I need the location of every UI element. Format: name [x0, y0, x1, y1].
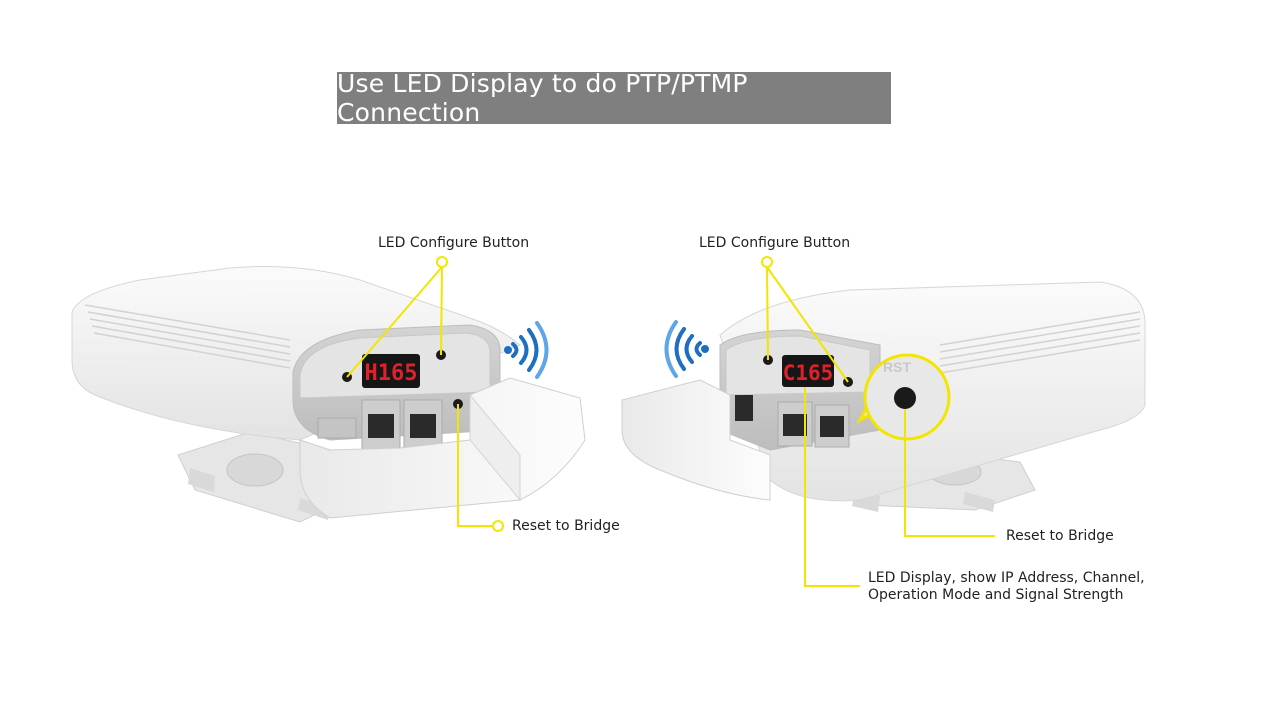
left-led-text: H165	[365, 361, 418, 386]
right-wifi-icon	[664, 320, 702, 378]
left-wifi-icon	[511, 321, 549, 379]
page-title: Use LED Display to do PTP/PTMP Connectio…	[337, 69, 748, 127]
left-housing	[71, 266, 521, 441]
right-led-text: C165	[783, 361, 834, 385]
led-display-desc-line2: Operation Mode and Signal Strength	[868, 587, 1124, 603]
right-ethernet-ports	[777, 401, 850, 448]
right-rst-zoom: RST	[856, 353, 951, 441]
left-led-display	[362, 354, 420, 388]
title-banner: Use LED Display to do PTP/PTMP Connectio…	[337, 69, 891, 127]
right-cover	[621, 379, 771, 501]
right-dc-port	[735, 395, 753, 421]
led-display-desc-line1: LED Display, show IP Address, Channel,	[868, 570, 1145, 586]
left-led-configure-label: LED Configure Button	[378, 235, 530, 251]
right-reset-label: Reset to Bridge	[1006, 528, 1114, 544]
left-device: H165	[71, 266, 586, 523]
right-device: C165 RST	[621, 281, 1146, 512]
right-reset-button[interactable]	[894, 387, 916, 409]
callout-lines	[346, 256, 995, 587]
left-dc-port	[317, 417, 357, 439]
right-led-configure-label: LED Configure Button	[699, 235, 851, 251]
left-housing-ribs	[84, 304, 291, 369]
left-ethernet-ports	[361, 399, 443, 451]
right-led-display	[782, 355, 834, 387]
left-reset-label: Reset to Bridge	[512, 518, 620, 534]
rst-label: RST	[883, 359, 911, 375]
right-housing-ribs	[939, 311, 1141, 374]
